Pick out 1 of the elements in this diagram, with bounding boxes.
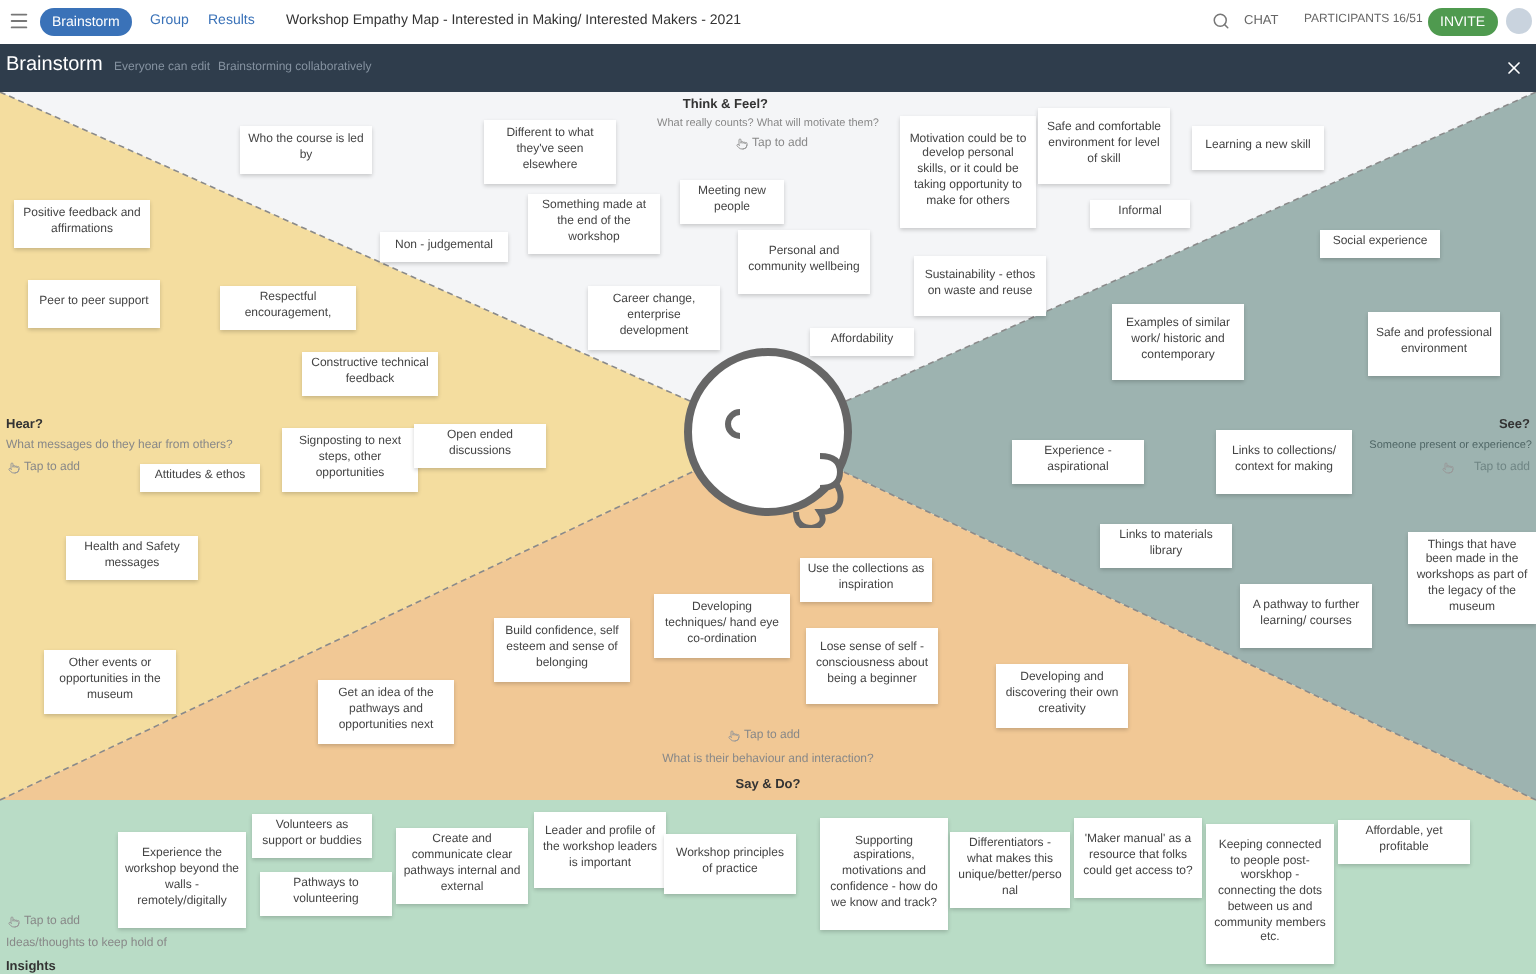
panel-title: Brainstorm bbox=[6, 54, 103, 76]
